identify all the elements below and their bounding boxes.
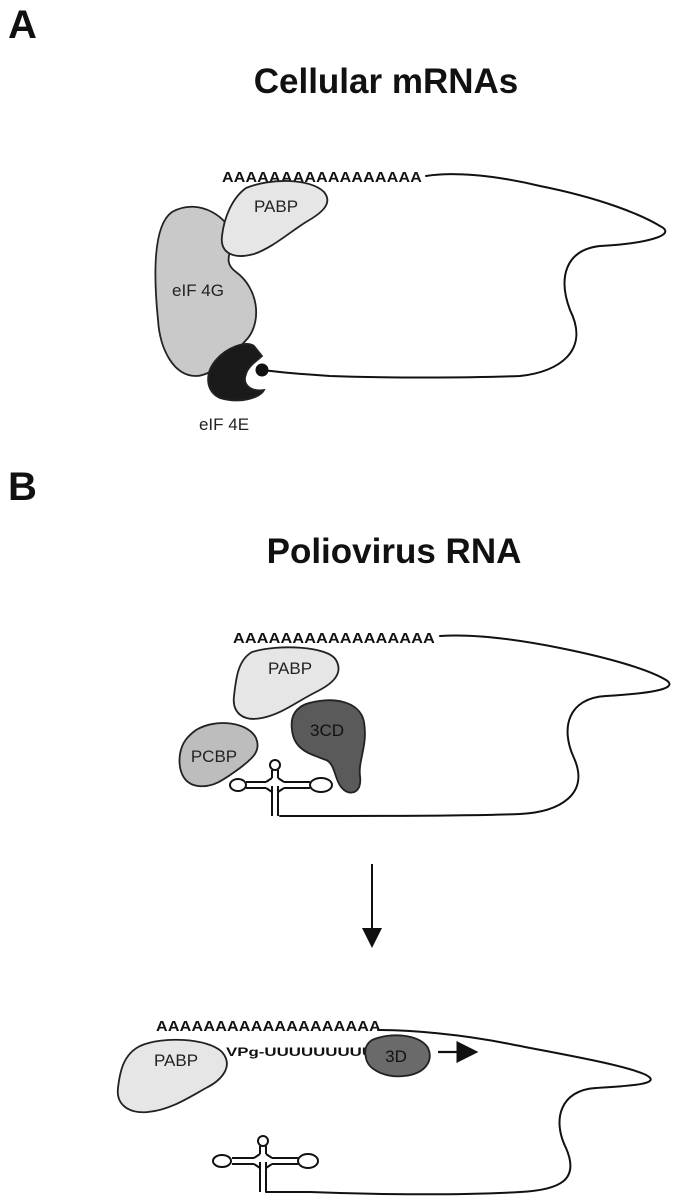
panel-a-title: Cellular mRNAs — [254, 62, 519, 101]
panel-b-top-rna-strand — [279, 634, 671, 817]
pabp-label-b-bottom: PABP — [154, 1051, 198, 1070]
panel-a: A Cellular mRNAs AAAAAAAAAAAAAAAAA eIF 4… — [8, 3, 667, 434]
pabp-label-b-top: PABP — [268, 659, 312, 678]
pcbp-label: PCBP — [191, 747, 237, 766]
pabp-label-a: PABP — [254, 197, 298, 216]
cloverleaf-structure-top — [229, 759, 333, 816]
panel-a-poly-a-tail: AAAAAAAAAAAAAAAAA — [222, 169, 422, 186]
vpg-uridylylated-label: VPg-UUUUUUUUU — [226, 1045, 374, 1059]
3d-label: 3D — [385, 1047, 407, 1066]
3cd-protein — [290, 699, 366, 794]
pcbp-protein — [178, 722, 259, 788]
3cd-label: 3CD — [310, 721, 344, 740]
eif4g-label: eIF 4G — [172, 281, 224, 300]
panel-a-letter: A — [8, 3, 37, 47]
pabp-protein-b-top — [232, 646, 340, 720]
pabp-protein-a — [220, 180, 329, 257]
3d-polymerase-protein — [364, 1034, 431, 1078]
cap-structure — [255, 363, 269, 377]
panel-b-top-poly-a-tail: AAAAAAAAAAAAAAAAA — [233, 630, 435, 647]
cloverleaf-structure-bottom — [212, 1135, 319, 1192]
pabp-protein-b-bottom — [116, 1038, 228, 1114]
eif4e-protein — [207, 343, 266, 402]
panel-b-bottom-rna-strand — [265, 1029, 652, 1196]
panel-b-title: Poliovirus RNA — [267, 532, 522, 571]
panel-a-mrna-strand — [261, 173, 667, 379]
eif4e-label: eIF 4E — [199, 415, 249, 434]
panel-b-letter: B — [8, 465, 37, 509]
panel-b-bottom-poly-a-tail: AAAAAAAAAAAAAAAAAAA — [156, 1018, 381, 1035]
panel-b: B Poliovirus RNA AAAAAAAAAAAAAAAAA 3CD P… — [8, 465, 671, 1196]
